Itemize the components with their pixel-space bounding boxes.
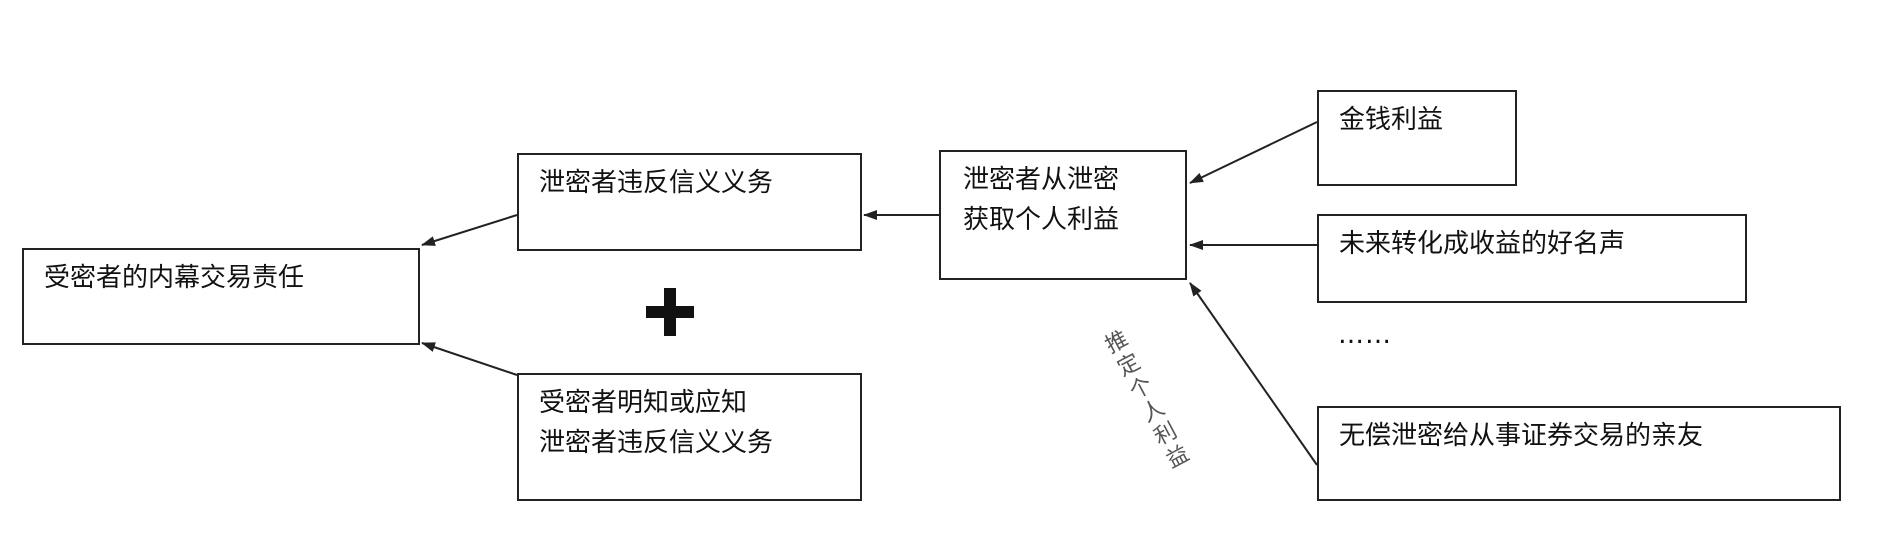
tippee-knowledge-box: 受密者明知或应知 泄密者违反信义义务: [517, 373, 862, 501]
arrow-gift-to-benefit: [1189, 282, 1318, 466]
reputation-benefit-text: 未来转化成收益的好名声: [1339, 229, 1626, 259]
arrow-knowledge-to-liability: [421, 342, 518, 376]
fiduciary-breach-box: 泄密者违反信义义务: [517, 153, 862, 251]
fiduciary-breach-text: 泄密者违反信义义务: [539, 168, 774, 198]
personal-benefit-box: 泄密者从泄密 获取个人利益: [939, 150, 1187, 280]
reputation-benefit-box: 未来转化成收益的好名声: [1317, 214, 1747, 303]
plus-icon: [646, 288, 694, 336]
gift-tip-text: 无偿泄密给从事证券交易的亲友: [1339, 421, 1704, 451]
insider-liability-text: 受密者的内幕交易责任: [44, 263, 305, 293]
ellipsis-text: ……: [1338, 320, 1392, 350]
tippee-knowledge-line-2: 泄密者违反信义义务: [539, 428, 774, 458]
personal-benefit-line-1: 泄密者从泄密: [963, 165, 1120, 195]
personal-benefit-line-2: 获取个人利益: [963, 205, 1120, 235]
insider-liability-box: 受密者的内幕交易责任: [22, 248, 420, 345]
gift-tip-box: 无偿泄密给从事证券交易的亲友: [1317, 406, 1841, 501]
arrow-money-to-benefit: [1189, 121, 1318, 184]
arrow-breach-to-liability: [421, 214, 518, 246]
monetary-benefit-box: 金钱利益: [1317, 90, 1517, 186]
monetary-benefit-text: 金钱利益: [1339, 105, 1444, 135]
tippee-knowledge-line-1: 受密者明知或应知: [539, 388, 748, 418]
